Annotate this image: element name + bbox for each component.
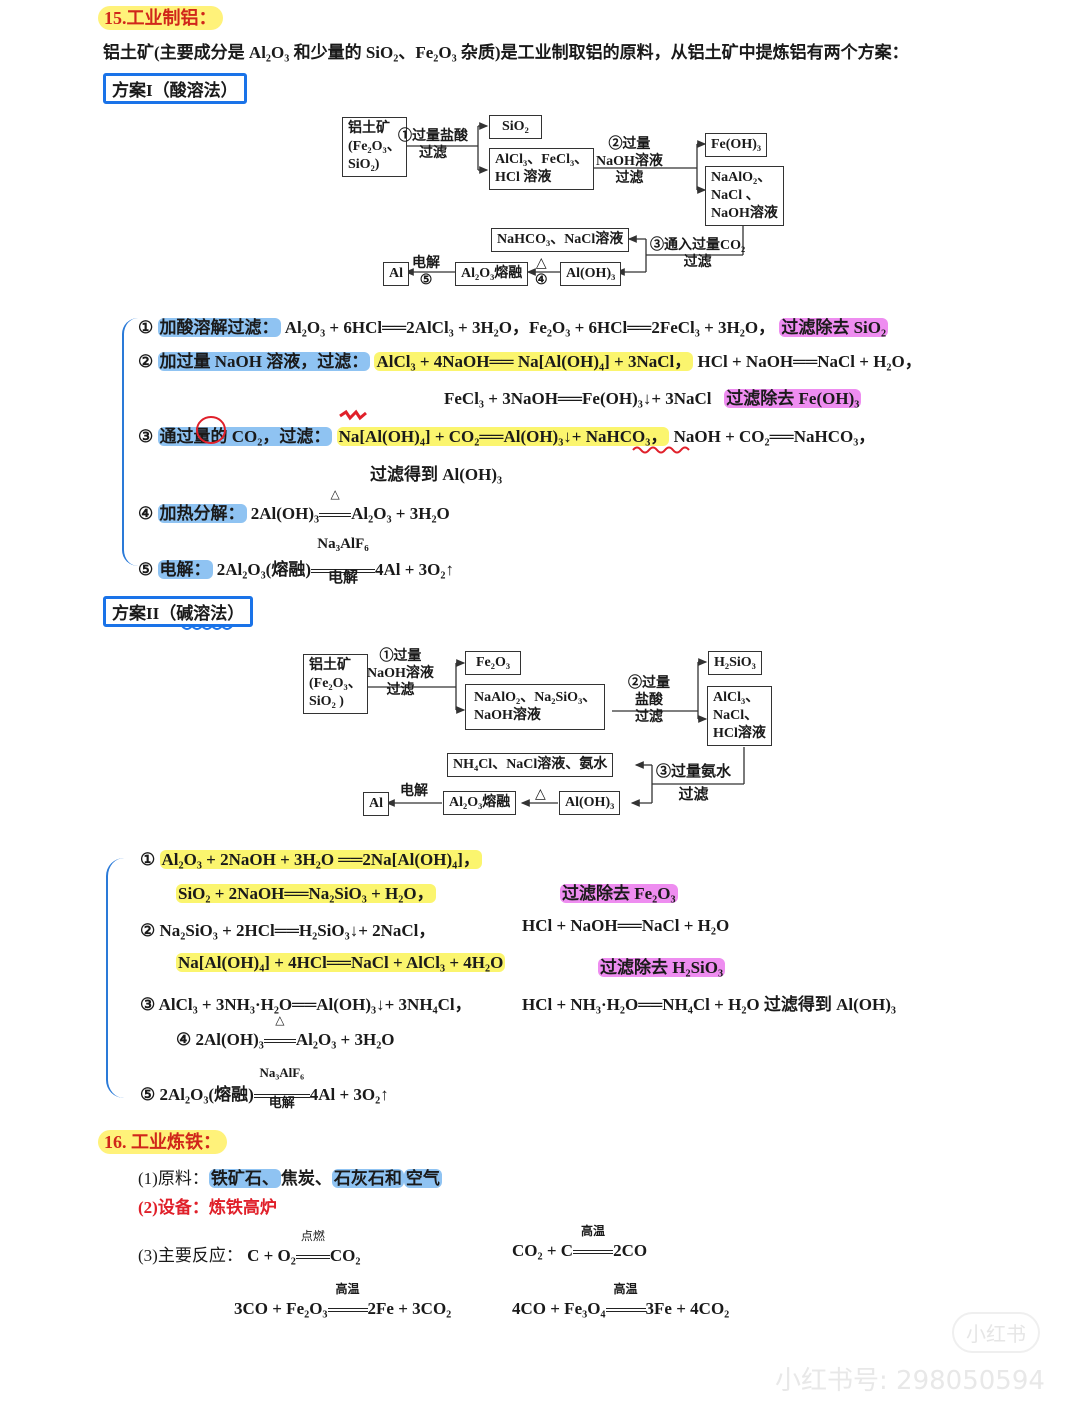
watermark-text: 小红书号: 298050594 xyxy=(775,1366,1045,1396)
plan2-step3: ③ AlCl₃ + 3NH₃·H₂O══Al(OH)₃↓+ 3NH₄Cl， xyxy=(140,995,472,1014)
plan2-step2-line2: Na[Al(OH)₄] + 4HCl══NaCl + AlCl₃ + 4H₂O xyxy=(176,953,506,972)
plan2-step1: ① Al₂O₃ + 2NaOH + 3H₂O ══2Na[Al(OH)₄]， xyxy=(140,850,482,869)
fc1-step5-label: 电解 ⑤ xyxy=(412,256,440,288)
fc2-filtrate1-box: NaAlO₂、Na₂SiO₃、 NaOH溶液 xyxy=(465,684,606,730)
fc2-byproduct-box: NH₄Cl、NaCl溶液、氨水 xyxy=(447,753,614,777)
fc1-sio2-box: SiO₂ xyxy=(489,115,542,139)
fc2-step5-label: 电解 xyxy=(400,784,428,799)
plan1-step2: ② 加过量 NaOH 溶液，过滤： AlCl₃ + 4NaOH══ Na[Al(… xyxy=(138,352,922,371)
fc1-byproduct-box: NaHCO₃、NaCl溶液 xyxy=(491,228,630,252)
plan2-flowchart-arrows xyxy=(364,658,745,807)
fc2-bauxite-box: 铝土矿 (Fe₂O₃、 SiO₂ ) xyxy=(303,654,368,714)
heat-condition: △ xyxy=(263,1014,296,1050)
fc2-al2o3-box: Al₂O₃熔融 xyxy=(443,791,517,815)
plan2-label-underline xyxy=(181,624,233,630)
fc2-filtrate2-box: AlCl₃、 NaCl、 HCl溶液 xyxy=(707,686,772,746)
plan2-step3-eq1b: HCl + NH₃·H₂O══NH₄Cl + H₂O 过滤得到 Al(OH)₃ xyxy=(522,995,896,1014)
fc2-step4-label: △ xyxy=(535,787,546,802)
high-temp-condition: 高温 xyxy=(327,1283,368,1319)
plan2-step1-line2: SiO₂ + 2NaOH══Na₂SiO₃ + H₂O， xyxy=(176,884,436,903)
fc1-step1-label: ①过量盐酸 过滤 xyxy=(398,129,468,161)
plan1-step2-cont: FeCl₃ + 3NaOH══Fe(OH)₃↓+ 3NaCl 过滤除去 Fe(O… xyxy=(444,389,862,408)
plan1-step4: ④ 加热分解： 2Al(OH)₃△Al₂O₃ + 3H₂O xyxy=(138,487,450,524)
fc1-step3-label: ③通入过量CO₂ 过滤 xyxy=(650,238,746,270)
plan2-step4: ④ 2Al(OH)₃△Al₂O₃ + 3H₂O xyxy=(176,1013,395,1050)
plan2-step2-note: 过滤除去 H₂SiO₃ xyxy=(598,958,726,977)
fc1-step4-label: △ ④ xyxy=(535,256,548,288)
section-16-title: 16. 工业炼铁： xyxy=(98,1128,227,1154)
high-temp-condition: 高温 xyxy=(605,1283,646,1319)
high-temp-condition: 高温 xyxy=(573,1225,614,1261)
fc1-step2-label: ②过量 NaOH溶液 过滤 xyxy=(596,137,663,186)
fc1-filtrate1-box: AlCl₃、FeCl₃、 HCl 溶液 xyxy=(489,148,595,190)
fc2-step2-label: ②过量 盐酸 过滤 xyxy=(628,676,670,725)
fc1-filtrate2-box: NaAlO₂、 NaCl 、 NaOH溶液 xyxy=(705,166,784,226)
fc2-step3-label: ③过量氨水 过滤 xyxy=(656,764,732,803)
fc1-feoh3-box: Fe(OH)₃ xyxy=(705,133,768,157)
section16-item1: (1)原料：铁矿石、焦炭、石灰石和空气 xyxy=(138,1169,442,1188)
plan2-step2-eq1b: HCl + NaOH══NaCl + H₂O xyxy=(522,916,730,935)
watermark-badge: 小红书 xyxy=(952,1312,1040,1353)
plan1-brace xyxy=(122,318,138,566)
fc1-al2o3-box: Al₂O₃熔融 xyxy=(455,262,529,286)
ignite-condition: 点燃 xyxy=(295,1230,330,1266)
plan2-step1-note: 过滤除去 Fe₂O₃ xyxy=(560,884,678,903)
plan1-step1: ① 加酸溶解过滤： Al₂O₃ + 6HCl══2AlCl₃ + 3H₂O，Fe… xyxy=(138,318,889,337)
fc1-al-box: Al xyxy=(383,262,409,286)
plan1-step3-note: 过滤得到 Al(OH)₃ xyxy=(370,465,503,484)
fc2-fe2o3-box: Fe₂O₃ xyxy=(465,651,522,675)
plan1-step3-red-annotations xyxy=(196,409,690,454)
section-15-intro: 铝土矿(主要成分是 Al₂O₃ 和少量的 SiO₂、Fe₂O₃ 杂质)是工业制取… xyxy=(103,43,909,62)
plan2-brace xyxy=(106,858,128,1098)
heat-condition: △ xyxy=(319,488,352,524)
fc2-aloh3-box: Al(OH)₃ xyxy=(559,791,621,815)
plan1-label: 方案I（酸溶法） xyxy=(103,73,247,104)
plan1-flowchart-arrows xyxy=(396,122,744,276)
fc1-aloh3-box: Al(OH)₃ xyxy=(560,262,622,286)
section16-item2: (2)设备：炼铁高炉 xyxy=(138,1198,277,1217)
fc1-bauxite-box: 铝土矿 (Fe₂O₃、 SiO₂) xyxy=(342,117,407,177)
plan2-step2: ② Na₂SiO₃ + 2HCl══H₂SiO₃↓+ 2NaCl， xyxy=(140,921,436,940)
plan2-label: 方案II（碱溶法） xyxy=(103,596,254,627)
fc2-step1-label: ①过量 NaOH溶液 过滤 xyxy=(367,649,434,698)
fc2-al-box: Al xyxy=(363,792,389,816)
section-15-title: 15.工业制铝： xyxy=(98,4,223,30)
fc2-h2sio3-box: H₂SiO₃ xyxy=(708,651,762,675)
plan1-step3: ③ 通过量的 CO₂，过滤： Na[Al(OH)₄] + CO₂══Al(OH)… xyxy=(138,427,876,446)
